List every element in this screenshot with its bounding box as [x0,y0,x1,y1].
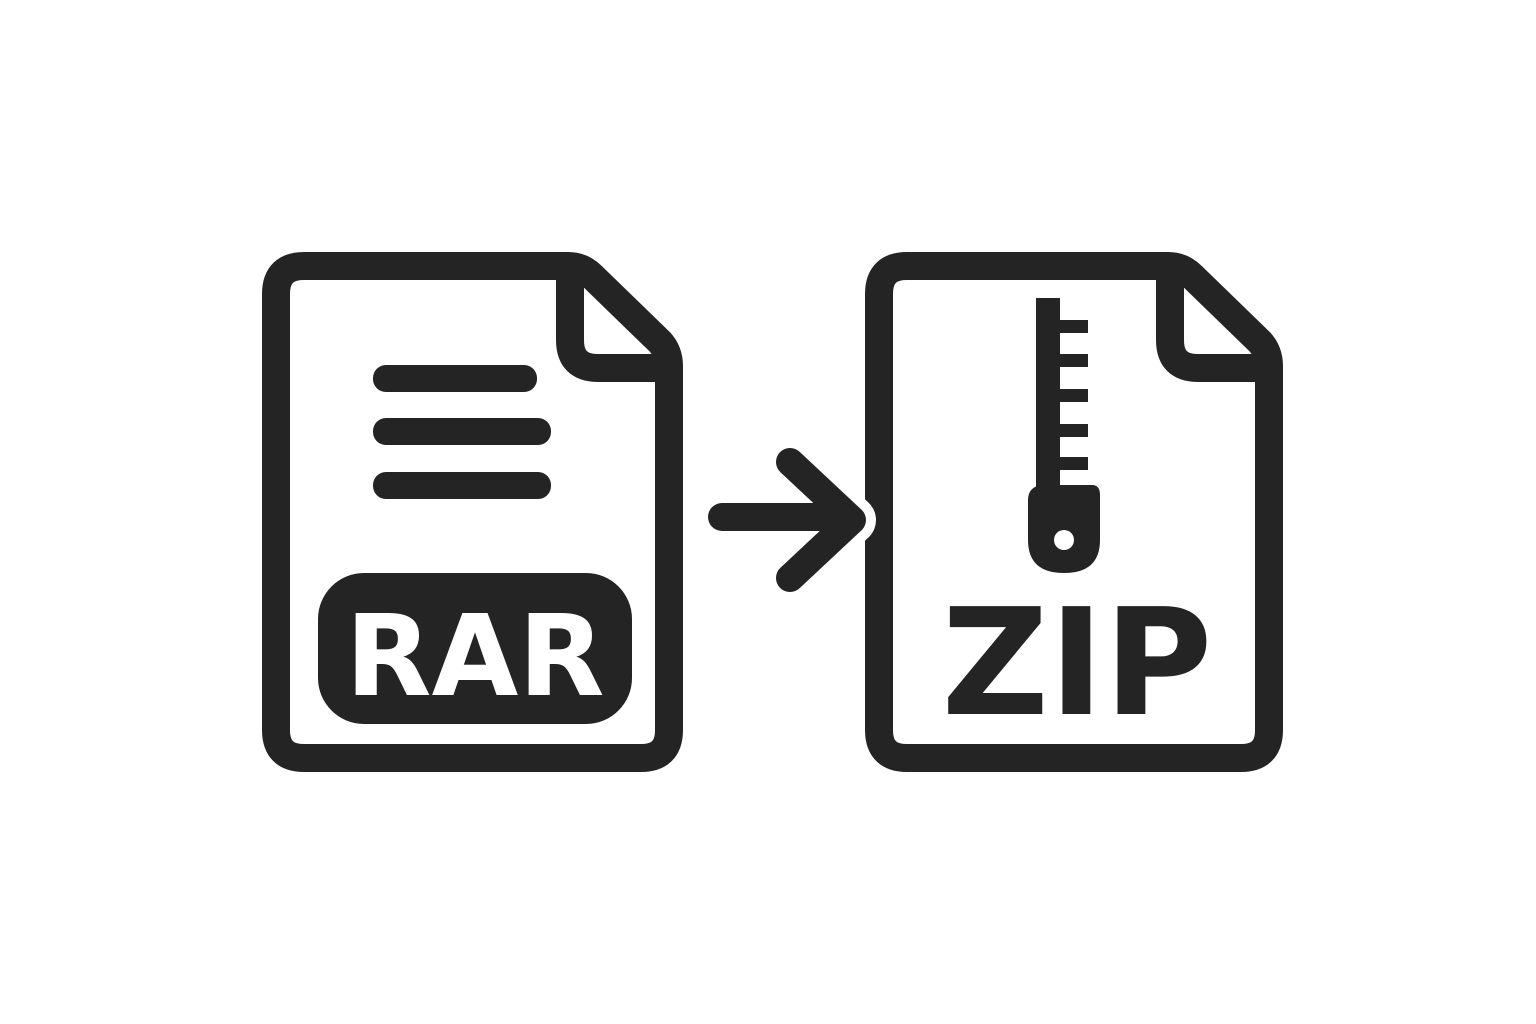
text-lines-icon [373,365,551,499]
zipper-icon [1028,298,1100,573]
rar-label: RAR [345,592,604,722]
zip-file-icon: ZIP [865,252,1283,772]
arrow-right-icon [708,438,876,602]
rar-file-icon: RAR [262,252,683,772]
zip-label: ZIP [942,577,1213,749]
rar-badge [318,573,632,724]
